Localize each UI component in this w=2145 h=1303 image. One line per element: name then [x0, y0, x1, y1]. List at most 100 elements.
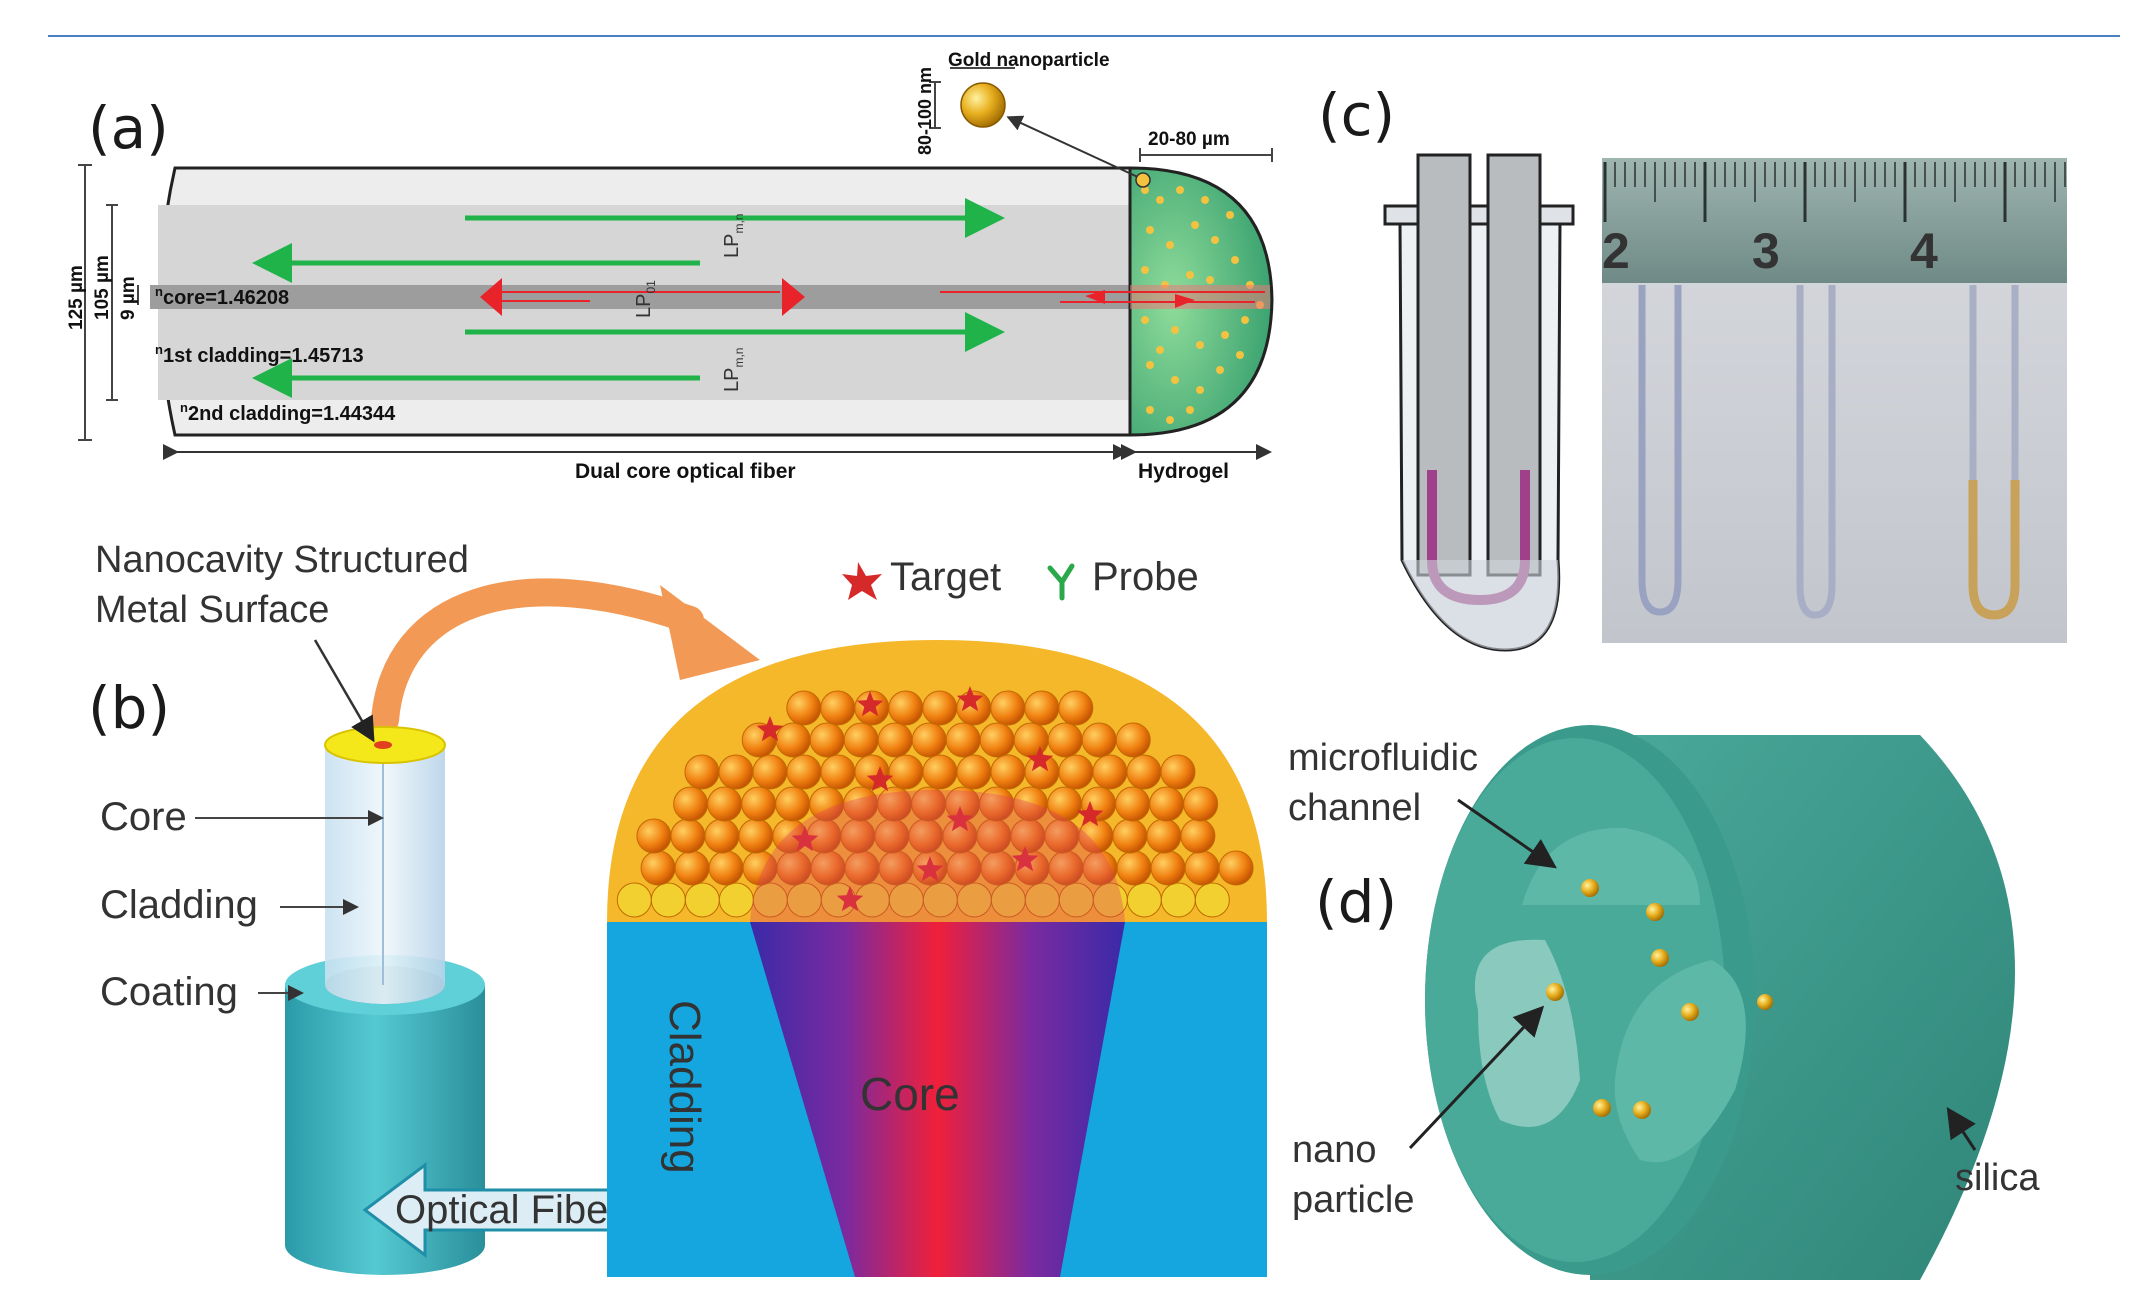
nanoparticle [718, 882, 754, 918]
panel-c-letter: (c) [1318, 81, 1395, 149]
nanoparticle [1116, 850, 1152, 886]
microfluidic-label-line1: microfluidic [1288, 737, 1478, 779]
nanoparticle [945, 722, 981, 758]
hydrogel-width-label: 20-80 µm [1148, 129, 1230, 150]
nano-label-line1: nano [1292, 1129, 1377, 1171]
gold-nanoparticle [960, 82, 1006, 128]
nanoparticle [1180, 818, 1216, 854]
nanoparticle [990, 754, 1026, 790]
nanoparticle [843, 722, 879, 758]
core-block-label: Core [860, 1068, 960, 1120]
zoom-arrow [371, 578, 704, 734]
ruler-label-3: 3 [1752, 223, 1780, 279]
target-molecule [946, 806, 974, 832]
target-molecule [1011, 846, 1039, 872]
target-molecule [1076, 801, 1104, 827]
dim-125: 125 µm [66, 265, 87, 330]
nanoparticle [616, 882, 652, 918]
nanoparticle-layer [616, 686, 1254, 922]
nanoparticle [820, 754, 856, 790]
panel-d: (d) microfluidic channel nano particle s… [1288, 725, 2040, 1280]
nanoparticle [707, 786, 743, 822]
nanoparticle [674, 850, 710, 886]
fiber-label: Dual core optical fiber [575, 460, 796, 483]
nanoparticle [1218, 850, 1254, 886]
hydrogel-label: Hydrogel [1138, 460, 1229, 483]
nanoparticle [775, 786, 811, 822]
target-molecule [836, 886, 864, 912]
silica-label: silica [1955, 1157, 2040, 1199]
coating-label: Coating [100, 970, 238, 1014]
target-molecule [956, 686, 984, 712]
n-1st-cladding-label: n1st cladding=1.45713 [155, 342, 364, 367]
nanoparticle [888, 754, 924, 790]
nanoparticle [888, 690, 924, 726]
n-2nd-cladding-label: n2nd cladding=1.44344 [180, 400, 396, 425]
panel-a: (a) 125 µm 105 µm 9 µm [66, 50, 1274, 483]
nanoparticle [786, 690, 822, 726]
nanoparticle [786, 754, 822, 790]
nanoparticle [741, 786, 777, 822]
nanoparticle [704, 818, 740, 854]
nanoparticle [1024, 690, 1060, 726]
nanoparticle [708, 850, 744, 886]
tube-photo: 2 3 4 [1602, 158, 2067, 643]
nanoparticle [650, 882, 686, 918]
nanocavity-label-line1: Nanocavity Structured [95, 539, 469, 581]
nanoparticle [1126, 882, 1162, 918]
nanoparticle [922, 690, 958, 726]
nanocavity-label-line2: Metal Surface [95, 589, 329, 631]
target-molecule [756, 716, 784, 742]
nanoparticle [990, 690, 1026, 726]
nanoparticle [673, 786, 709, 822]
panel-d-letter: (d) [1315, 868, 1397, 936]
mode-bot-label: LPm,n [721, 348, 746, 392]
panel-b: (b) Nanocavity Structured Metal Surface … [88, 539, 1267, 1277]
nanoparticle [1126, 754, 1162, 790]
nanoparticle [684, 882, 720, 918]
nanoparticle [979, 722, 1015, 758]
nanoparticle [738, 818, 774, 854]
target-molecule [791, 826, 819, 852]
nanoparticle [752, 754, 788, 790]
ruler-label-2: 2 [1602, 223, 1630, 279]
nanoparticle [1183, 786, 1219, 822]
nanoparticle [1092, 754, 1128, 790]
mode-mid-label: LP01 [633, 280, 658, 318]
core-mode-arrows [480, 278, 1265, 316]
target-molecule [916, 856, 944, 882]
panel-a-letter: (a) [88, 94, 169, 162]
nanoparticle [775, 722, 811, 758]
zoom-view: Core Cladding [607, 640, 1267, 1277]
nanoparticle [922, 754, 958, 790]
ruler-label-4: 4 [1910, 223, 1938, 279]
nanoparticle [1150, 850, 1186, 886]
gold-size-label: 80-100 nm [915, 67, 935, 155]
nanoparticle [1115, 786, 1151, 822]
nanoparticle [1047, 722, 1083, 758]
nanoparticle [809, 722, 845, 758]
target-molecule [866, 766, 894, 792]
mode-top-label: LPm,n [721, 214, 746, 258]
sample-tube [1383, 153, 1575, 652]
nanoparticle [1112, 818, 1148, 854]
nanoparticle [1115, 722, 1151, 758]
cladding-block-label: Cladding [660, 1000, 709, 1174]
cladding-label: Cladding [100, 883, 258, 927]
panel-b-letter: (b) [88, 674, 170, 742]
nanoparticle [640, 850, 676, 886]
nanoparticle [956, 754, 992, 790]
nanoparticle [877, 722, 913, 758]
nanoparticle [1184, 850, 1220, 886]
gold-nanoparticle-label: Gold nanoparticle [948, 50, 1110, 71]
panel-c: (c) 2 3 4 [1318, 81, 2067, 652]
nanoparticle [820, 690, 856, 726]
nanoparticle [1160, 882, 1196, 918]
hydrogel-particles [1141, 186, 1264, 424]
nanoparticle [1013, 722, 1049, 758]
nanoparticle [1146, 818, 1182, 854]
target-molecule [1026, 746, 1054, 772]
legend-target: Target [890, 555, 1001, 599]
nanoparticle [684, 754, 720, 790]
